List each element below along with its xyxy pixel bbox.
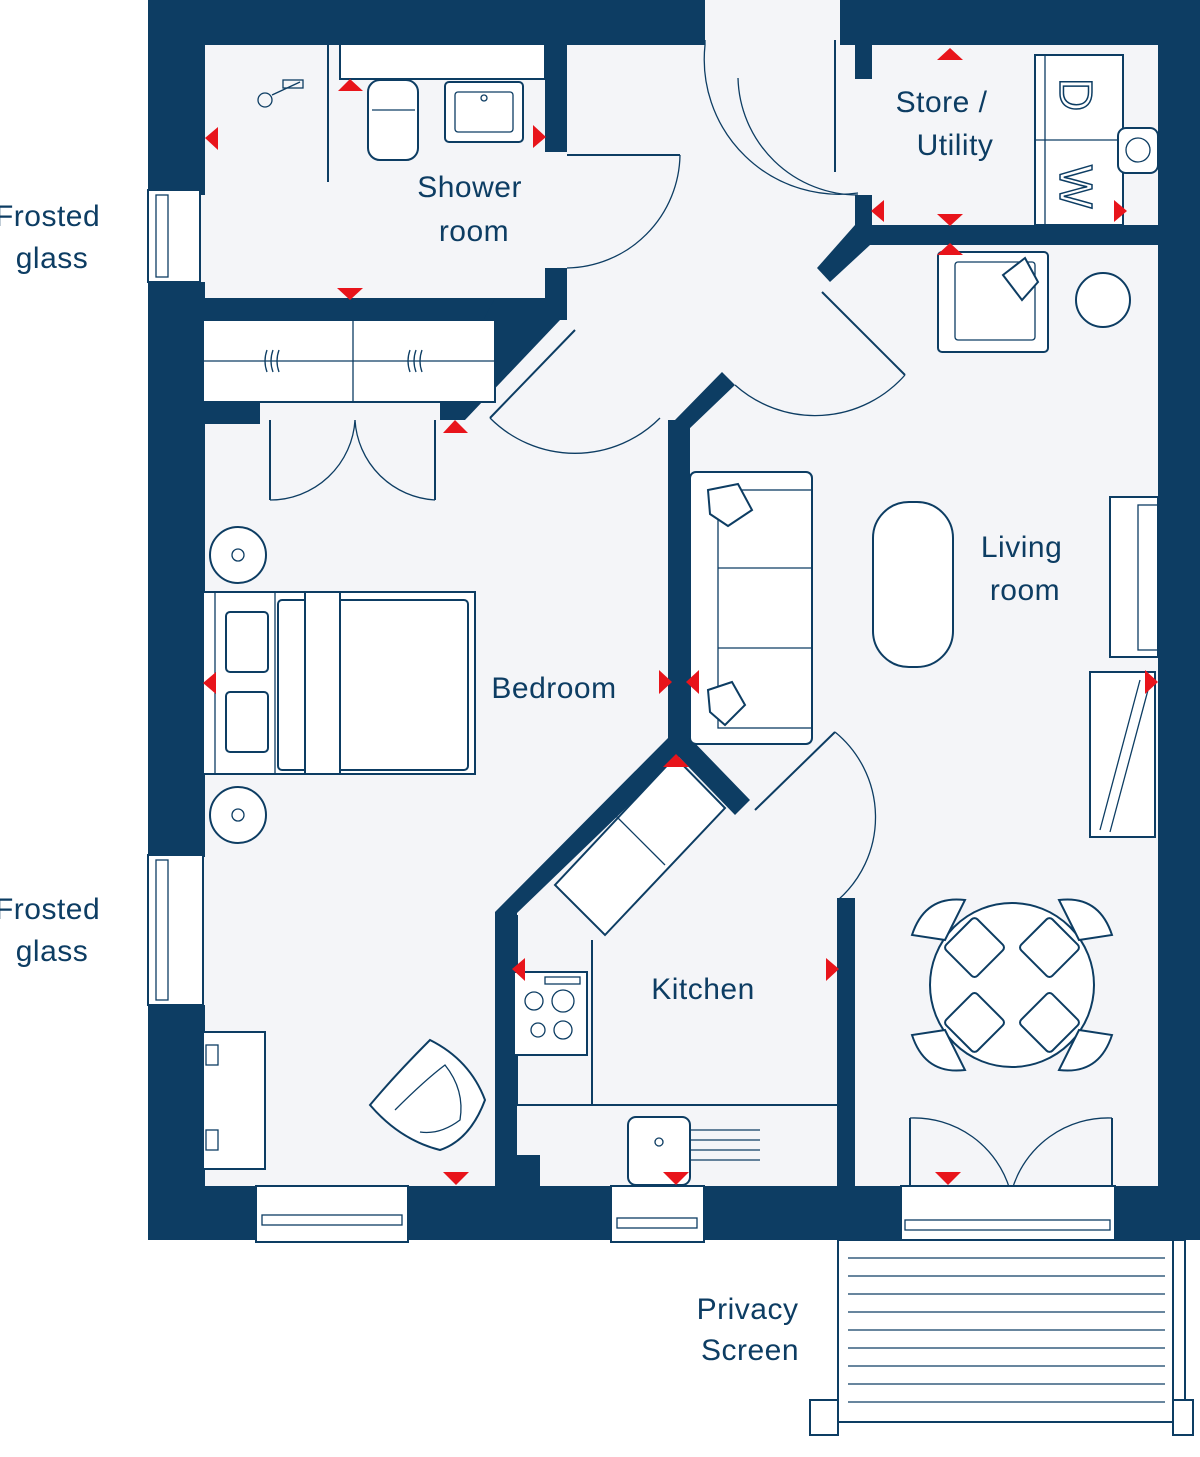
frosted-glass-lower-line1: Frosted [0,893,100,926]
balcony-deck [809,1239,1194,1436]
frosted-glass-upper-label: Frosted glass [0,200,109,275]
dining-table-icon [910,898,1114,1072]
armchair-icon [368,1038,487,1152]
bedroom-label: Bedroom [491,672,616,705]
toilet-icon [367,79,419,161]
shower-room-label-line1: Shower [417,171,522,204]
exterior-walls [148,0,1200,1240]
frosted-glass-lower-line2: glass [16,935,89,968]
side-table [1075,272,1131,328]
door-swing-icon [269,40,1113,1191]
dishwasher-letter-d: D [1050,78,1102,112]
sofa-icon [689,471,813,745]
desk [202,1031,266,1170]
privacy-screen-line2: Screen [701,1334,799,1367]
living-room-label: Living room [981,531,1071,607]
socket-marker-icon [203,48,1158,1185]
frosted-glass-upper-line1: Frosted [0,200,100,233]
frosted-glass-upper-line2: glass [16,242,89,275]
armchair-icon [937,251,1049,353]
interior-walls [200,44,1160,1190]
bed-icon [202,591,476,775]
privacy-screen-label: Privacy Screen [697,1293,808,1367]
bedside-lamps [209,526,267,844]
sink-icon [444,81,524,143]
sink-icon [627,1116,760,1186]
coffee-table [872,501,954,668]
living-room-label-line1: Living [981,531,1062,564]
wardrobe-icon [202,319,496,403]
store-utility-label-line1: Store / [896,86,988,119]
shower-room-fixtures [257,43,546,182]
shower-room-label: Shower room [417,171,531,248]
boiler-icon [1117,127,1159,174]
tv-unit [1109,496,1159,658]
frosted-glass-lower-label: Frosted glass [0,893,109,968]
store-utility-label: Store / Utility [896,86,997,162]
shower-icon [257,79,304,108]
kitchen-worktop [516,755,838,1106]
hob-icon [513,971,588,1056]
privacy-screen-line1: Privacy [697,1293,799,1326]
kitchen-label: Kitchen [651,973,755,1006]
dishwasher-letter-w: W [1050,165,1102,209]
sideboard [1089,671,1156,838]
living-room-label-line2: room [990,574,1060,607]
store-utility-label-line2: Utility [917,129,994,162]
shower-room-label-line2: room [439,215,509,248]
store-utility-fixtures: D W [1034,54,1159,226]
